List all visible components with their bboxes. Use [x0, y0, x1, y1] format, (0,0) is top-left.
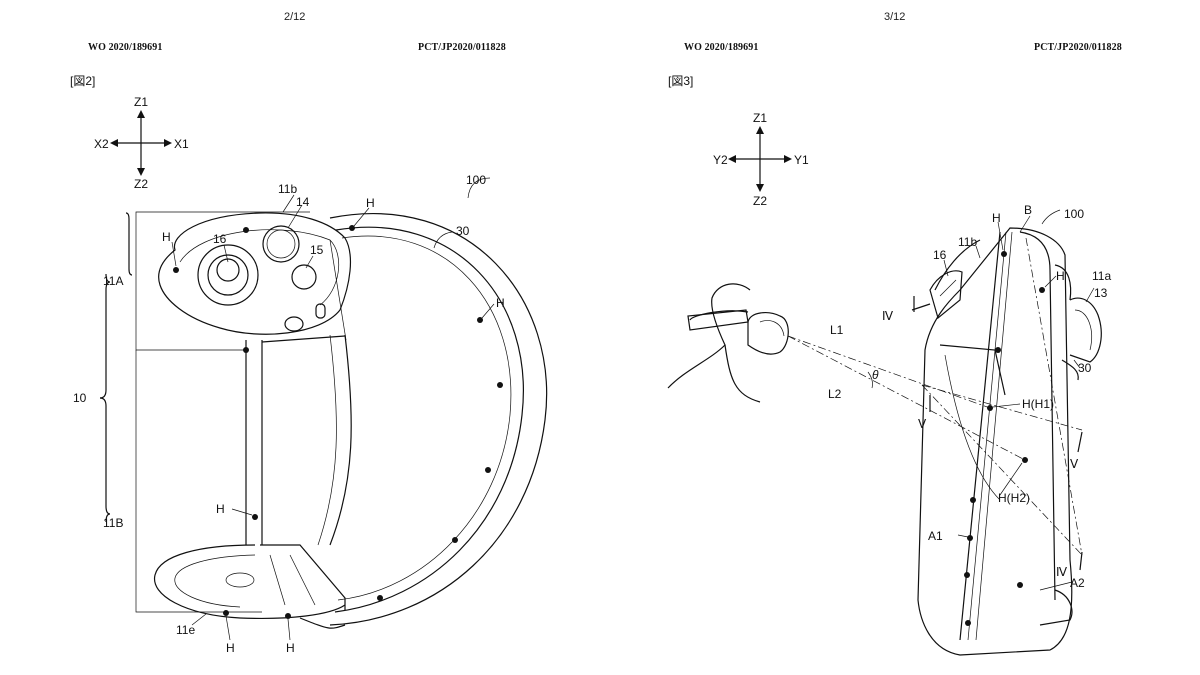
brackets — [99, 211, 310, 613]
ring — [299, 213, 548, 629]
label-top-face: 11b — [958, 235, 977, 249]
axis-label-down: Z2 — [134, 177, 148, 191]
label-section-v: Ⅴ — [918, 417, 927, 431]
lower-loop — [154, 544, 346, 620]
axis-label-up: Z1 — [134, 95, 148, 109]
label-device: 100 — [466, 173, 486, 187]
trigger-and-ring — [1039, 264, 1102, 626]
axis-label-down: Z2 — [753, 194, 767, 208]
label-angle: θ — [872, 368, 879, 382]
label-button-14: 14 — [296, 195, 310, 209]
axis-label-up: Z1 — [753, 111, 767, 125]
label-marker: H — [286, 641, 295, 655]
stick-16 — [929, 270, 963, 320]
application-number: PCT/JP2020/011828 — [1034, 42, 1122, 53]
publication-number: WO 2020/189691 — [684, 42, 759, 53]
user-head — [667, 283, 789, 403]
publication-number: WO 2020/189691 — [88, 42, 163, 53]
page-number: 3/12 — [884, 11, 906, 23]
label-line-l2: L2 — [828, 387, 842, 401]
label-boundary: B — [1024, 203, 1032, 217]
label-device: 100 — [1064, 207, 1084, 221]
right-sheet: 3/12 WO 2020/189691 PCT/JP2020/011828 [図… — [600, 0, 1200, 675]
controller-body — [917, 227, 1073, 656]
label-marker-h2: H(H2) — [998, 491, 1030, 505]
label-section-iv: Ⅳ — [1056, 565, 1067, 579]
label-area-a2: A2 — [1070, 576, 1085, 590]
label-button-15: 15 — [310, 243, 324, 257]
figure-label: [図2] — [70, 74, 96, 88]
label-stick-16: 16 — [213, 232, 227, 246]
figure-3-drawing: Z1 Z2 Y2 Y1 — [667, 111, 1111, 656]
label-section-v: Ⅴ — [1070, 457, 1079, 471]
label-marker: H — [496, 296, 505, 310]
label-stick-16: 16 — [933, 248, 947, 262]
left-sheet: 2/12 WO 2020/189691 PCT/JP2020/011828 [図… — [70, 11, 548, 655]
label-ring: 30 — [456, 224, 470, 238]
leader-lines — [171, 177, 495, 641]
label-marker: H — [366, 196, 375, 210]
label-area-a1: A1 — [928, 529, 943, 543]
label-section-iv: Ⅳ — [882, 309, 893, 323]
label-marker: H — [226, 641, 235, 655]
application-number: PCT/JP2020/011828 — [418, 42, 506, 53]
axis-cross: Z1 Z2 X2 X1 — [94, 95, 189, 191]
label-marker: H — [162, 230, 171, 244]
label-bottom-edge: 11e — [176, 623, 195, 637]
label-body: 10 — [73, 391, 87, 405]
label-line-l1: L1 — [830, 323, 844, 337]
label-lower-part: 11B — [103, 516, 123, 530]
upper-head — [158, 212, 351, 341]
label-marker-h1: H(H1) — [1022, 397, 1054, 411]
label-top-face: 11b — [278, 182, 297, 196]
leader-lines — [943, 209, 1095, 591]
label-marker: H — [992, 211, 1001, 225]
label-upper-part: 11A — [103, 274, 123, 288]
marker-dots — [173, 225, 503, 619]
grip-body — [245, 334, 352, 546]
label-front-face: 11a — [1092, 269, 1111, 283]
axis-label-left: X2 — [94, 137, 109, 151]
label-trigger-13: 13 — [1094, 286, 1108, 300]
label-marker: H — [216, 502, 225, 516]
axis-label-left: Y2 — [713, 153, 728, 167]
figure-label: [図3] — [668, 74, 694, 88]
marker-dots — [964, 251, 1045, 626]
axis-label-right: Y1 — [794, 153, 809, 167]
sight-lines — [787, 237, 1083, 556]
axis-cross: Z1 Z2 Y2 Y1 — [713, 111, 809, 208]
label-marker: H — [1056, 269, 1065, 283]
label-ring: 30 — [1078, 361, 1092, 375]
section-markers — [911, 296, 1083, 571]
axis-label-right: X1 — [174, 137, 189, 151]
page-number: 2/12 — [284, 11, 306, 23]
figure-2-drawing: Z1 Z2 X2 X1 — [73, 95, 548, 655]
